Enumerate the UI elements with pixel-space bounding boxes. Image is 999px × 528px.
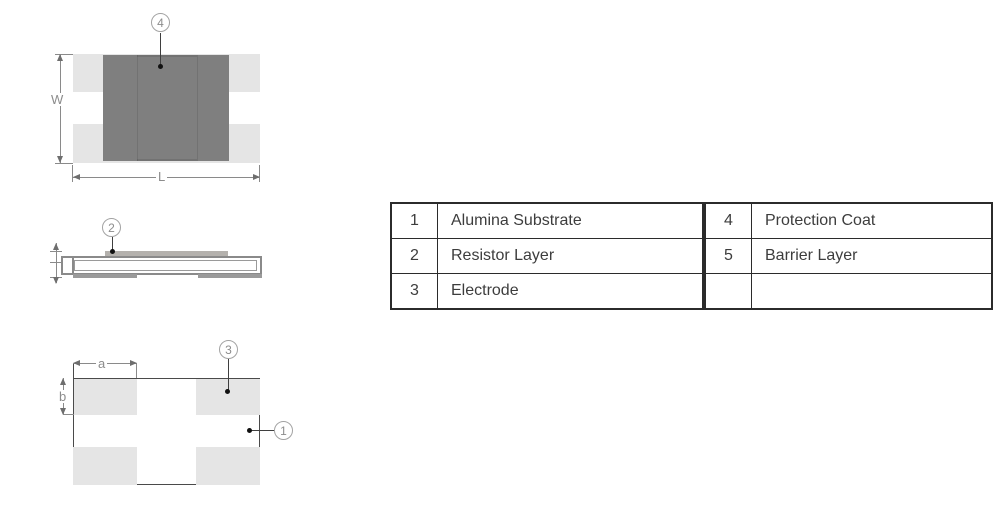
table-row: 5 Barrier Layer <box>704 238 993 274</box>
callout-1-balloon: 1 <box>274 421 293 440</box>
legend-name-cell <box>751 273 993 310</box>
legend-name-cell: Alumina Substrate <box>437 202 704 239</box>
callout-2-balloon: 2 <box>102 218 121 237</box>
thickness-arrow-up <box>53 243 59 250</box>
table-row: 3 Electrode <box>390 273 704 310</box>
legend-name-cell: Protection Coat <box>751 202 993 239</box>
w-extension-top <box>55 54 73 55</box>
l-dimension-label: L <box>156 169 168 184</box>
legend-num-cell: 1 <box>390 202 438 239</box>
side-view-substrate-inner-line <box>74 260 257 271</box>
bottom-view-top-edge <box>73 378 260 379</box>
b-arrow-down <box>60 408 66 415</box>
a-extension-right <box>136 363 137 378</box>
a-dimension-label: a <box>96 356 108 371</box>
callout-4-balloon: 4 <box>151 13 170 32</box>
table-row <box>704 273 993 310</box>
side-view-left-end-cap <box>72 257 74 274</box>
callout-4-dot <box>158 64 163 69</box>
l-extension-right <box>259 165 260 182</box>
top-view-protection-coat <box>103 55 229 161</box>
w-dimension-line <box>60 54 61 163</box>
bottom-view-left-edge <box>73 363 74 447</box>
legend-num-cell: 5 <box>704 238 752 274</box>
callout-3-leader <box>228 359 229 390</box>
l-arrow-left <box>73 174 80 180</box>
w-extension-bottom <box>55 163 73 164</box>
w-arrow-up <box>57 54 63 61</box>
b-dimension-label: b <box>57 389 69 404</box>
bottom-view-pad-top-left <box>73 378 137 415</box>
l-extension-left <box>72 165 73 182</box>
thickness-dimension-line <box>56 243 57 283</box>
legend-name-cell: Electrode <box>437 273 704 310</box>
side-view-resistor-layer <box>105 251 228 257</box>
bottom-view-bottom-edge <box>137 484 196 485</box>
bottom-view-right-edge <box>259 415 260 447</box>
legend-num-cell: 3 <box>390 273 438 310</box>
thickness-arrow-down <box>53 277 59 284</box>
legend-table: 1 Alumina Substrate 2 Resistor Layer 3 E… <box>390 202 993 310</box>
legend-name-cell: Barrier Layer <box>751 238 993 274</box>
a-arrow-left <box>73 360 80 366</box>
callout-2-dot <box>110 249 115 254</box>
bottom-view-pad-bottom-right <box>196 447 260 485</box>
legend-name-cell: Resistor Layer <box>437 238 704 274</box>
top-view-seam-left <box>137 55 138 161</box>
callout-1-leader <box>250 430 275 431</box>
table-row: 1 Alumina Substrate <box>390 202 704 239</box>
top-view-seam-top-edge <box>137 55 197 57</box>
side-view-bottom-electrode-left <box>73 274 137 278</box>
legend-num-cell <box>704 273 752 310</box>
legend-table-right: 4 Protection Coat 5 Barrier Layer <box>704 202 993 310</box>
thickness-tick-middle <box>50 262 62 263</box>
callout-4-leader <box>160 33 161 66</box>
top-view-seam-right <box>197 55 198 161</box>
b-arrow-up <box>60 378 66 385</box>
table-row: 2 Resistor Layer <box>390 238 704 274</box>
bottom-view-pad-bottom-left <box>73 447 137 485</box>
callout-3-dot <box>225 389 230 394</box>
table-row: 4 Protection Coat <box>704 202 993 239</box>
legend-num-cell: 4 <box>704 202 752 239</box>
w-arrow-down <box>57 156 63 163</box>
b-extension-bottom <box>63 414 74 415</box>
side-view-bottom-electrode-right <box>198 274 262 278</box>
legend-table-left: 1 Alumina Substrate 2 Resistor Layer 3 E… <box>390 202 704 310</box>
callout-2-leader <box>112 237 113 250</box>
callout-3-balloon: 3 <box>219 340 238 359</box>
thickness-tick-top <box>50 251 62 252</box>
a-arrow-right <box>130 360 137 366</box>
callout-1-dot <box>247 428 252 433</box>
l-arrow-right <box>253 174 260 180</box>
legend-num-cell: 2 <box>390 238 438 274</box>
top-view-seam-bottom-edge <box>137 159 197 161</box>
w-dimension-label: W <box>49 92 66 107</box>
